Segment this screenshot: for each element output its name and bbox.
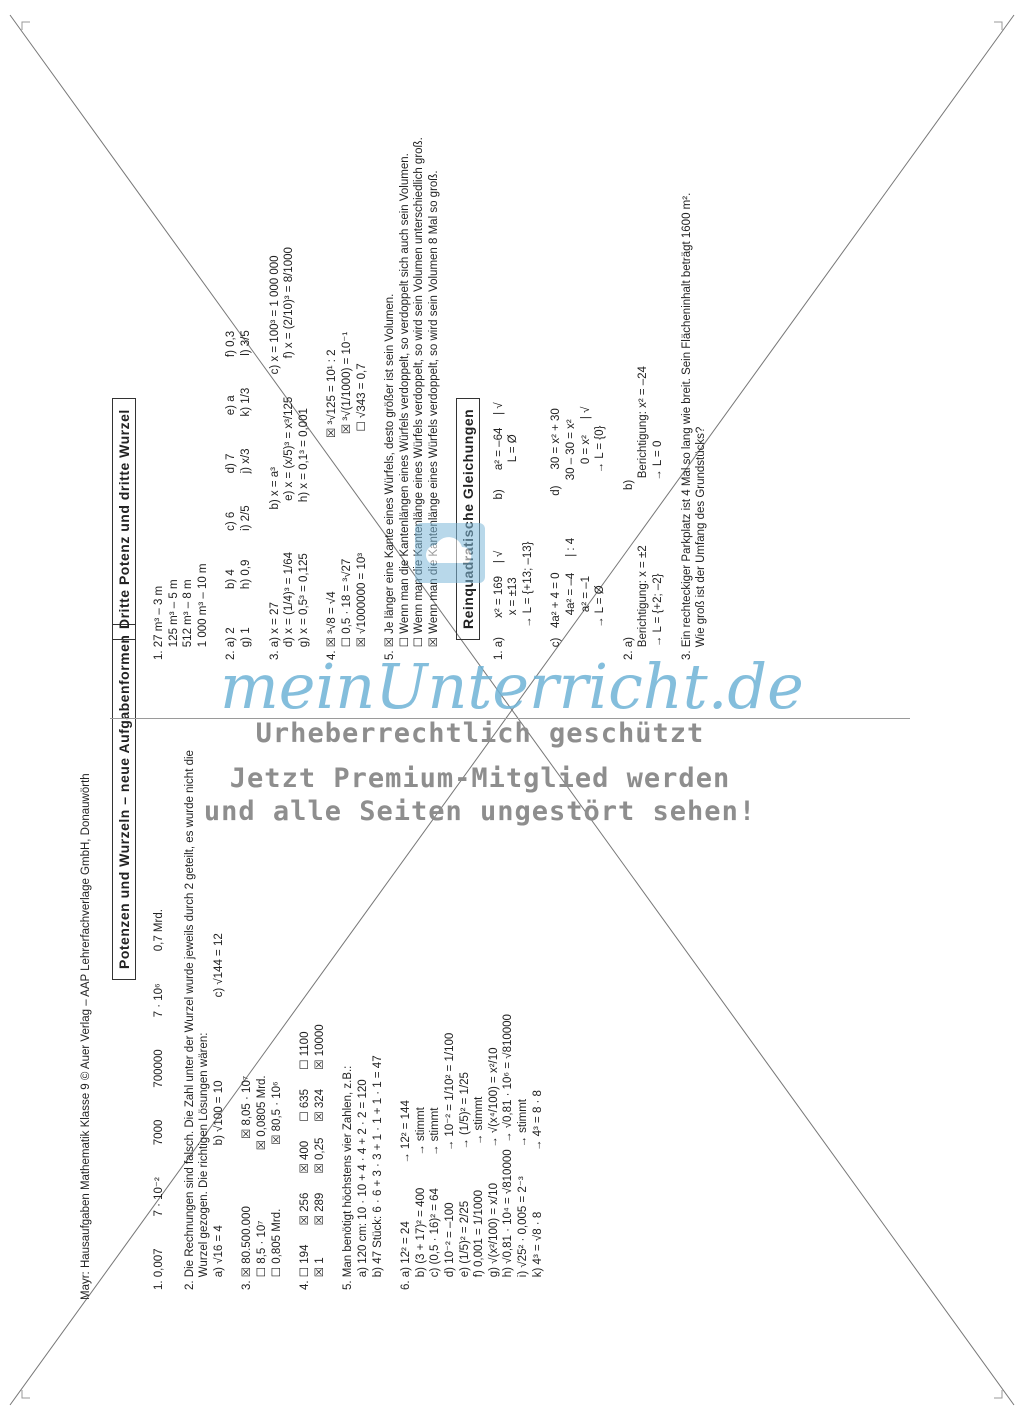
solution-line: a) 120 cm: 10 · 10 + 4 · 4 + 2 · 2 = 120 <box>357 1079 369 1290</box>
solution-line: ☒ √1000000 = 10³ ☐ √343 = 0,7 <box>355 363 368 660</box>
solution-line: i) √25² · 0,005 = 2⁻³ → stimmt <box>517 1099 529 1290</box>
solution-line: 4. ☒ ³√8 = √4 ☒ ³√125 = 10¹ : 2 <box>326 349 339 660</box>
solution-line: 3. Ein rechteckiger Parkplatz ist 4 Mal … <box>680 192 693 660</box>
watermark-logo: meinUnterricht.de <box>220 650 804 723</box>
solution-line: k) 4³ = √8 · 8 → 4³ = 8 · 8 <box>531 1090 544 1290</box>
solution-line: b) (3 + 17)² = 400 → stimmt <box>414 1107 427 1290</box>
solution-line: Berichtigung: x = ±2 Berichtigung: x² = … <box>637 366 650 660</box>
solution-line: d) x = (1/4)³ = 1/64 e) x = (x/5)³ = x³/… <box>283 247 296 660</box>
solution-line: ☐ 0,805 Mrd. ☒ 80,5 · 10⁶ <box>270 1081 283 1290</box>
solution-line: 2. Die Rechnungen sind falsch. Die Zahl … <box>183 750 196 1290</box>
solution-line: Wie groß ist der Umfang des Grundstücks? <box>695 426 708 660</box>
section-title-dritte-potenz: Dritte Potenz und dritte Wurzel <box>112 398 136 640</box>
solution-line: 1 000 m³ – 10 m <box>196 563 209 660</box>
solution-line: ☐ 8,5 · 10⁷ ☒ 0,0805 Mrd. <box>256 1075 268 1290</box>
solution-line: 6. a) 12² = 24 → 12² = 144 <box>400 1100 413 1290</box>
solution-line: c) 4a² + 4 = 0 d) 30 = x² + 30 <box>550 408 563 660</box>
solution-line: d) 10⁻² = –100 → 10⁻² = 1/10² = 1/100 <box>444 1032 456 1290</box>
solution-line: → L = {+13; –13} <box>521 541 534 660</box>
solution-line: 5. ☒ Je länger eine Kante eines Würfels,… <box>384 293 397 660</box>
solution-line: g) 1 h) 0,9 i) 2/5 j) x/3 k) 1/3 l) 3/5 <box>240 330 252 660</box>
solution-line: 1. 27 m³ – 3 m <box>153 585 165 660</box>
watermark-copyright: Urheberrechtlich geschützt <box>255 718 705 749</box>
solution-line: b) 47 Stück: 6 · 6 + 3 · 3 + 1 · 1 + 1 ·… <box>371 1055 384 1290</box>
solution-line: 2. a) 2 b) 4 c) 6 d) 7 e) a f) 0,3 <box>225 330 238 660</box>
solution-line: g) x = 0,5³ = 0,125 h) x = 0,1³ = 0,001 <box>297 408 310 660</box>
solution-line: f) 0,001 = 1/1000 → stimmt <box>473 1096 486 1290</box>
solution-line: e) (1/5)² = 2/25 → (1/5)² = 1/25 <box>458 1072 471 1290</box>
solution-line: x = ±13 L = Ø <box>507 434 520 660</box>
watermark-rule <box>110 718 910 719</box>
solution-line: 512 m³ – 8 m <box>182 579 195 660</box>
solution-line: h) √0,81 · 10⁴ = √810000 → √0,81 · 10⁶ =… <box>502 1014 515 1290</box>
publisher-header: Mayr: Hausaufgaben Mathematik Klasse 9 ©… <box>80 773 92 1300</box>
solution-line: a) √16 = 4 b) √100 = 10 c) √144 = 12 <box>212 933 225 1290</box>
solution-line: g) √(x²/100) = x/10 → √(x⁴/100) = x²/10 <box>487 1047 500 1290</box>
watermark-premium-line2: und alle Seiten ungestört sehen! <box>203 796 757 827</box>
solution-line: Wurzel gezogen. Die richtigen Lösungen w… <box>198 1032 211 1290</box>
solution-line: 4. ☐ 194 ☒ 256 ☒ 400 ☐ 635 ☐ 1100 <box>299 1031 312 1290</box>
solution-line: 5. Man benötigt höchstens vier Zahlen, z… <box>342 1065 355 1290</box>
solution-line: 3. a) x = 27 b) x = a³ c) x = 100³ = 1 0… <box>268 255 281 660</box>
solution-line: → L = Ø → L = {0} <box>594 425 607 660</box>
cloud-icon <box>415 523 485 583</box>
solution-line: 4a² = –4 | : 4 30 – 30 = x² <box>565 419 577 660</box>
solution-line: 3. ☒ 80.500.000 ☒ 8,05 · 10⁷ <box>241 1075 254 1290</box>
solution-line: 125 m³ – 5 m <box>167 579 180 660</box>
solution-line: ☐ 0,5 · 18 = ³√27 ☒ ³√(1/1000) = 10⁻¹ <box>341 331 353 660</box>
solution-line: 2. a) b) <box>622 479 635 660</box>
solution-line: c) (0,5 · 16)² = 64 → stimmt <box>429 1107 442 1290</box>
solution-line: 1. a) x² = 169 | √ b) a² = –64 | √ <box>492 402 505 660</box>
solution-line: a² = –1 0 = x² | √ <box>579 406 592 660</box>
watermark-premium-line1: Jetzt Premium-Mitglied werden <box>229 763 731 794</box>
solution-line: ☒ 1 ☒ 289 ☒ 0,25 ☒ 324 ☒ 10000 <box>313 1024 326 1290</box>
solution-line: → L = {+2; –2} → L = 0 <box>652 440 664 660</box>
solution-line: 1. 0,007 7 · 10⁻² 7000 700000 7 · 10⁶ 0,… <box>153 909 165 1290</box>
